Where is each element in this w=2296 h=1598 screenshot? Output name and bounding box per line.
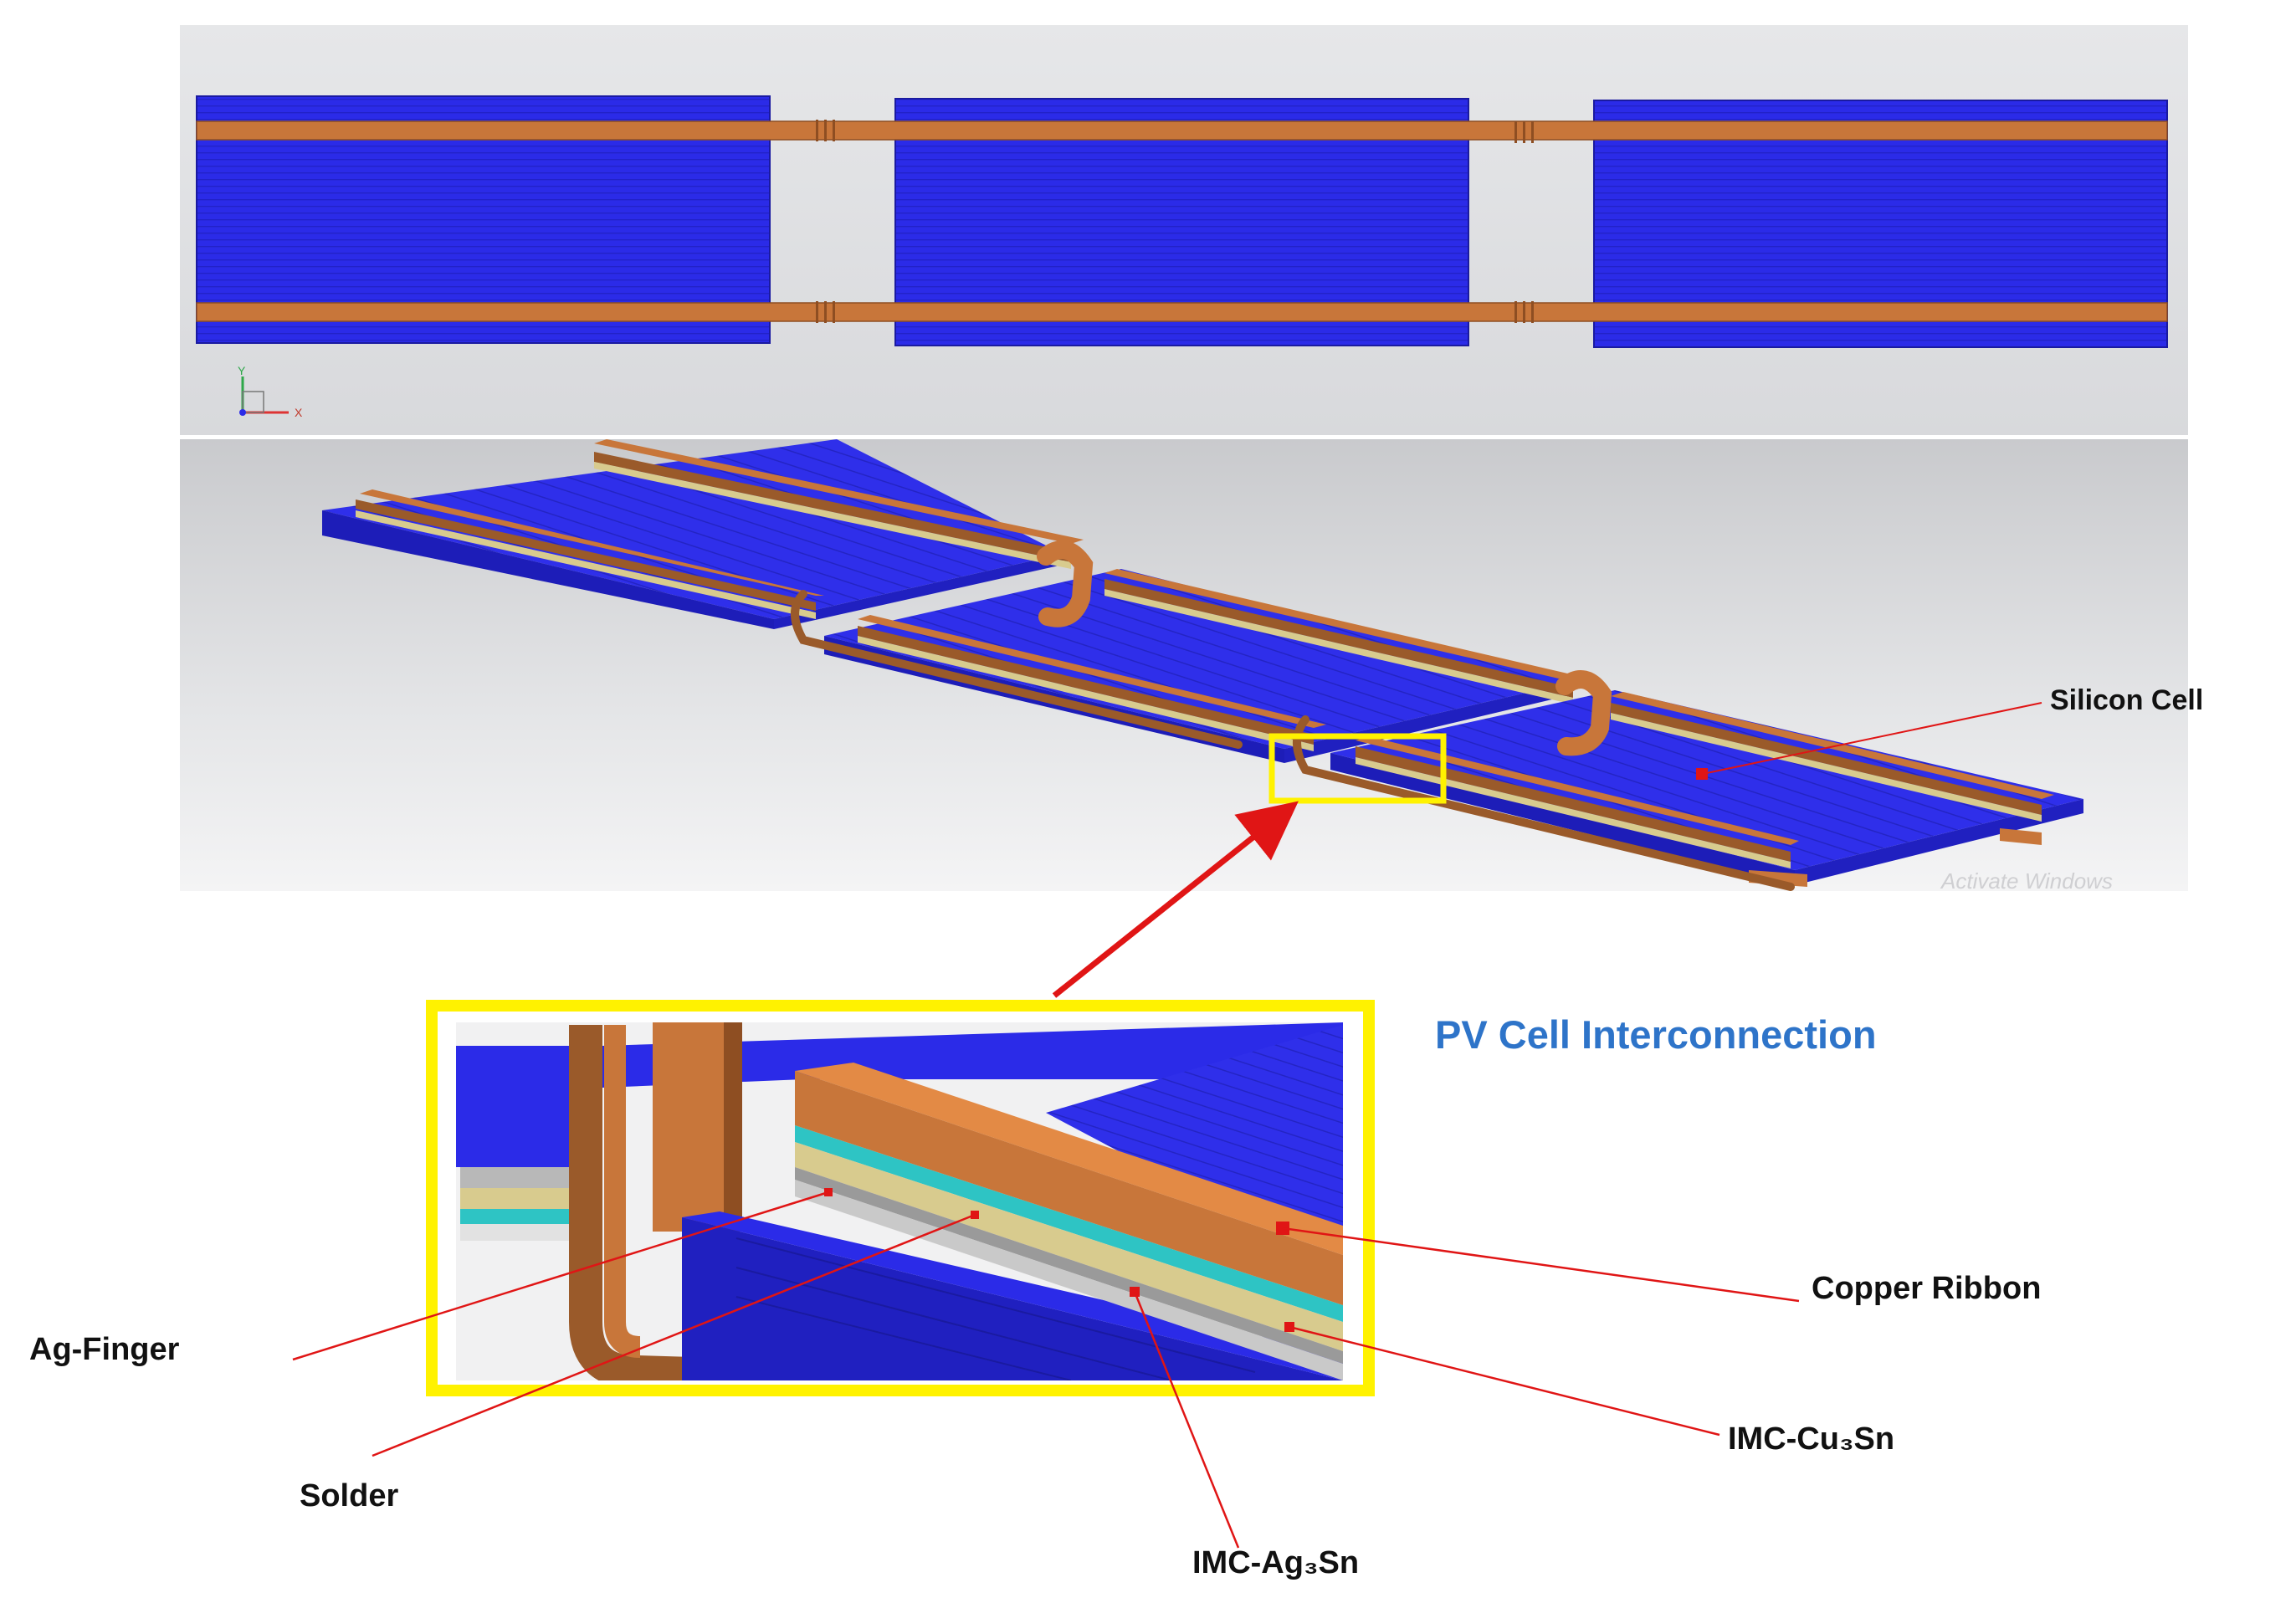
label-silicon-cell: Silicon Cell xyxy=(2050,684,2203,716)
zoom-detail xyxy=(426,1000,1375,1396)
watermark: Activate Windows xyxy=(1940,868,2113,894)
figure-title: PV Cell Interconnection xyxy=(1435,1012,1877,1057)
highlight-box xyxy=(1268,733,1447,804)
top-view-panel: Y X xyxy=(180,25,2188,435)
iso-connectors xyxy=(791,540,1795,891)
iso-cell-3 xyxy=(1330,690,2083,887)
iso-cell-1 xyxy=(322,439,1084,629)
axis-x-label: X xyxy=(295,406,303,419)
isometric-view-panel: Silicon Cell Activate Windows xyxy=(180,439,2203,894)
label-solder: Solder xyxy=(300,1478,398,1513)
label-ag-finger: Ag-Finger xyxy=(29,1332,180,1367)
callout-leaders xyxy=(292,1191,1800,1549)
silicon-cell-leader-dot xyxy=(1696,768,1708,780)
silicon-cell-leader xyxy=(1702,702,2042,775)
axis-y-label: Y xyxy=(238,364,246,377)
zoom-arrow xyxy=(1052,801,1299,998)
label-copper-ribbon: Copper Ribbon xyxy=(1812,1271,2041,1306)
top-ribbon-lower xyxy=(196,302,2168,322)
label-imc-cu3sn: IMC-Cu₃Sn xyxy=(1728,1421,1894,1457)
axis-triad-icon: Y X xyxy=(238,364,303,419)
top-ribbon-upper xyxy=(196,120,2168,141)
zoom-frame xyxy=(426,1000,1375,1396)
label-imc-ag3sn: IMC-Ag₃Sn xyxy=(1192,1545,1359,1580)
